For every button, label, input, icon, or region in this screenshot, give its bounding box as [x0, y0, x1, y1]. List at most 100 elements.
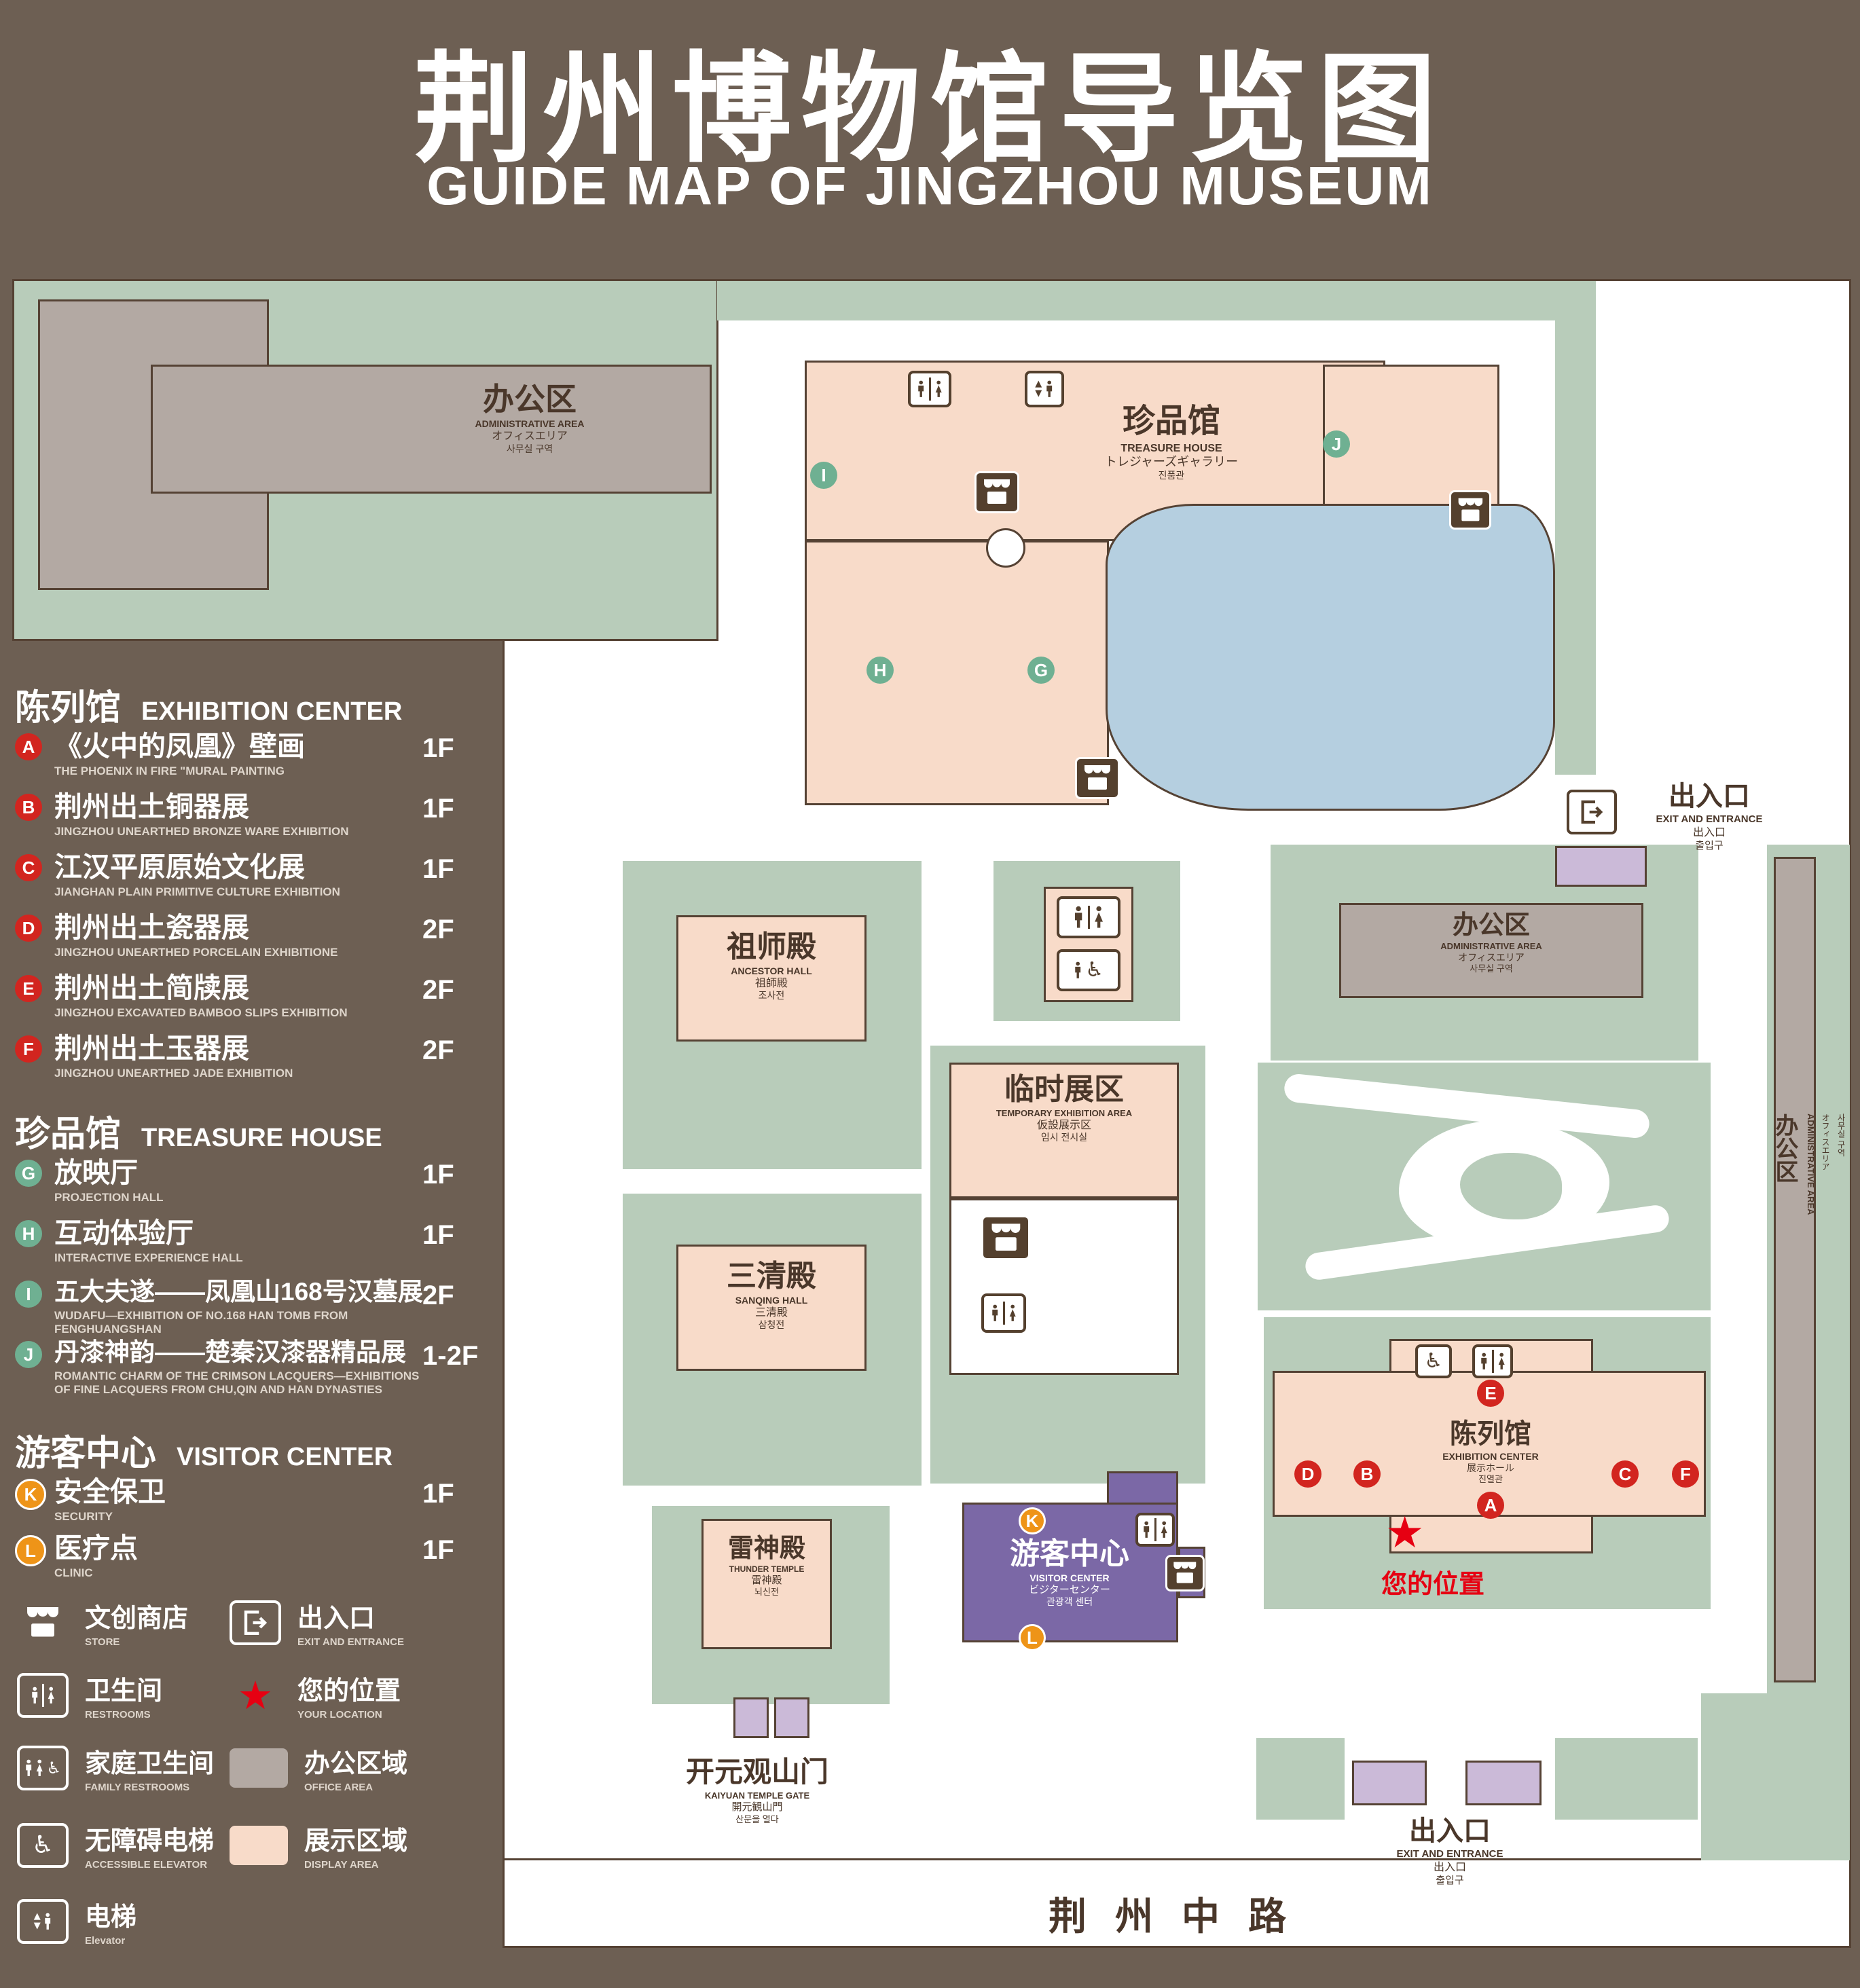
label-exhibition-center: 陈列馆 EXHIBITION CENTER 展示ホール 진열관: [1442, 1419, 1539, 1484]
restroom-icon: [1472, 1344, 1513, 1378]
marker-F: F: [15, 1035, 42, 1063]
restroom-icon: [1057, 896, 1120, 938]
elevator-icon: ▲▼: [1025, 371, 1064, 407]
map-marker-F: F: [1672, 1460, 1699, 1488]
map-marker-K: K: [1019, 1507, 1046, 1534]
label-admin-east: 办公区 ADMINISTRATIVE AREA オフィスエリア 사무실 구역: [1440, 911, 1542, 974]
restroom-icon: [1135, 1513, 1175, 1547]
store-icon: [981, 1215, 1030, 1260]
road-edge-line: [505, 1858, 1849, 1860]
display-area-swatch: [230, 1825, 288, 1865]
map-marker-C: C: [1611, 1460, 1639, 1488]
restroom-icon: [908, 371, 951, 407]
treasure-round-plaza: [986, 528, 1025, 568]
elevator-icon: ▲▼: [17, 1898, 69, 1944]
family-restroom-icon: ♿: [1057, 949, 1120, 991]
label-admin-nw: 办公区 ADMINISTRATIVE AREA オフィスエリア 사무실 구역: [475, 382, 585, 454]
your-location-label: 您的位置: [1381, 1570, 1484, 1599]
lawn-southeast-corner: [1701, 1693, 1850, 1860]
label-temporary-exhibition: 临时展区 TEMPORARY EXHIBITION AREA 仮設展示区 임시 …: [996, 1073, 1133, 1143]
marker-K: K: [15, 1479, 46, 1510]
floor-label: 1-2F: [422, 1341, 479, 1371]
restroom-icon: [17, 1672, 69, 1718]
floor-label: 1F: [422, 1160, 454, 1190]
entrance-mark-northeast: [1555, 846, 1647, 887]
label-exit-south: 出入口 EXIT AND ENTRANCE 出入口 출입구: [1396, 1816, 1503, 1886]
exit-icon: [230, 1600, 281, 1645]
lawn-south-1: [1256, 1738, 1345, 1820]
floor-label: 2F: [422, 975, 454, 1005]
marker-G: G: [15, 1160, 42, 1187]
floor-label: 2F: [422, 1035, 454, 1065]
entrance-mark-south-left: [1352, 1761, 1427, 1805]
floor-label: 1F: [422, 854, 454, 884]
marker-L: L: [15, 1535, 46, 1566]
entrance-mark-gate-left: [733, 1697, 769, 1738]
marker-C: C: [15, 854, 42, 881]
store-icon: [974, 471, 1019, 513]
label-exit-northeast: 出入口 EXIT AND ENTRANCE 出入口 출입구: [1656, 781, 1763, 851]
location-star-icon: ★: [238, 1672, 273, 1718]
floor-label: 1F: [422, 1479, 454, 1509]
road-name: 荆州中路: [1048, 1895, 1315, 1938]
map-marker-D: D: [1294, 1460, 1321, 1488]
store-icon: [1165, 1555, 1205, 1591]
floor-label: 1F: [422, 794, 454, 824]
lawn-top-strip: [717, 281, 1594, 320]
marker-H: H: [15, 1220, 42, 1247]
accessible-elevator-icon: ♿: [1415, 1344, 1452, 1378]
entrance-mark-gate-right: [774, 1697, 809, 1738]
marker-E: E: [15, 975, 42, 1002]
floor-label: 2F: [422, 1281, 454, 1310]
building-sanqing-hall: [676, 1245, 867, 1371]
your-location-star-icon: ★: [1385, 1508, 1425, 1558]
store-icon: [1449, 490, 1491, 530]
marker-D: D: [15, 915, 42, 942]
page-subtitle: GUIDE MAP OF JINGZHOU MUSEUM: [426, 155, 1434, 216]
marker-A: A: [15, 733, 42, 760]
office-area-swatch: [230, 1748, 288, 1788]
label-sanqing-hall: 三清殿 SANQING HALL 三清殿 삼청전: [727, 1259, 816, 1331]
family-restroom-icon: ♿: [17, 1745, 69, 1790]
building-admin-east: [1339, 903, 1643, 998]
map-marker-B: B: [1353, 1460, 1381, 1488]
marker-J: J: [15, 1341, 42, 1368]
building-ancestor-hall: [676, 915, 867, 1042]
label-visitor-center: 游客中心 VISITOR CENTER ビジターセンター 관광객 센터: [1010, 1537, 1129, 1608]
building-thunder-temple: [701, 1519, 832, 1649]
floor-label: 1F: [422, 733, 454, 763]
floor-label: 2F: [422, 915, 454, 944]
map-marker-G: G: [1027, 657, 1055, 684]
floor-label: 1F: [422, 1220, 454, 1250]
map-marker-A: A: [1477, 1492, 1504, 1519]
building-admin-right-strip: [1774, 857, 1816, 1682]
map-marker-H: H: [867, 657, 894, 684]
building-temporary-exhibition: [949, 1063, 1179, 1198]
store-icon: [17, 1600, 69, 1645]
entrance-mark-south-right: [1465, 1761, 1542, 1805]
building-treasure-left-wing: [805, 540, 1109, 805]
